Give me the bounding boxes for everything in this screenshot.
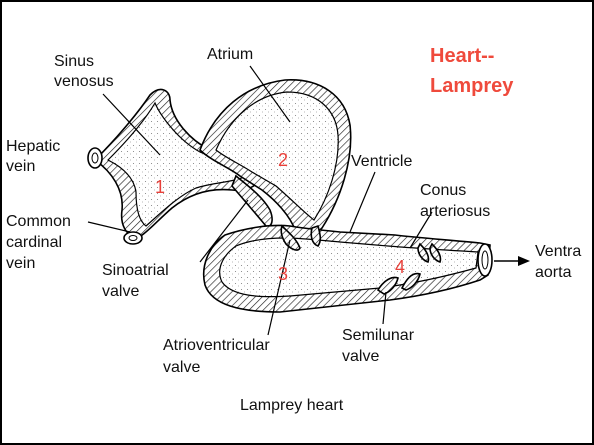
label-atrium: Atrium	[207, 46, 253, 63]
ventricle-chamber	[204, 225, 490, 312]
label-hepatic-vein: Hepatic vein	[6, 138, 65, 175]
label-sinoatrial-valve: Sinoatrial valve	[102, 262, 173, 300]
common-cardinal-vein-opening	[124, 232, 142, 244]
hepatic-vein-opening	[88, 148, 102, 168]
atrium-chamber	[200, 80, 351, 238]
label-semilunar-valve: Semilunar valve	[342, 327, 418, 365]
label-atrioventricular-valve: Atrioventricular valve	[163, 337, 274, 376]
arrow-head-icon	[518, 256, 530, 266]
label-common-cardinal-vein: Common cardinal vein	[6, 213, 75, 272]
label-ventricle: Ventricle	[351, 153, 412, 170]
region-number-1: 1	[155, 177, 165, 197]
label-conus-arteriosus: Conus arteriosus	[420, 182, 490, 220]
label-sinus-venosus: Sinus venosus	[54, 53, 114, 90]
label-ventral-aorta: Ventra aorta	[535, 243, 586, 281]
diagram-caption: Lamprey heart	[240, 397, 344, 414]
region-number-2: 2	[278, 150, 288, 170]
ventral-aorta-opening	[478, 244, 492, 276]
diagram-title: Heart-- Lamprey	[430, 45, 514, 97]
region-number-4: 4	[395, 257, 405, 277]
region-number-3: 3	[278, 264, 288, 284]
